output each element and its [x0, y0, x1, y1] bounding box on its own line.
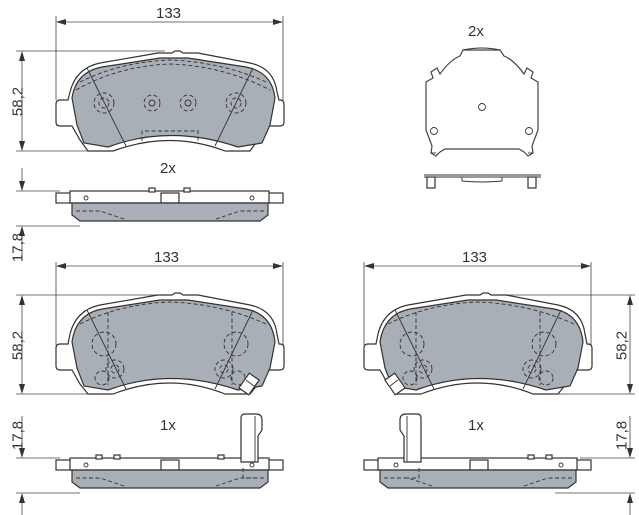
quantity-label: 2x: [160, 160, 176, 177]
wear-sensor-icon: [384, 372, 406, 396]
thickness-dimension-label: 17,8: [613, 420, 631, 451]
pad-top-front-view: [16, 16, 285, 152]
width-dimension-label: 133: [154, 249, 180, 266]
pad-bottom-left-front-view: [16, 262, 285, 396]
width-dimension-label: 133: [462, 249, 488, 266]
clip-quantity-label: 2x: [468, 23, 484, 40]
wear-sensor-icon: [238, 372, 260, 396]
quantity-label: 1x: [160, 417, 176, 434]
height-dimension-label: 58,2: [613, 330, 631, 361]
pad-bottom-left-side-view: [16, 413, 284, 515]
pad-bottom-right-front-view: [363, 262, 635, 396]
thickness-dimension-label: 17,8: [9, 420, 27, 451]
width-dimension-label: 133: [156, 5, 182, 22]
height-dimension-label: 58,2: [9, 330, 27, 361]
height-dimension-label: 58,2: [9, 86, 27, 117]
thickness-dimension-label: 17,8: [9, 232, 27, 263]
pad-top-side-view: [16, 168, 284, 260]
clip-side-view: [424, 174, 541, 189]
quantity-label: 1x: [468, 417, 484, 434]
pad-bottom-right-side-view: [363, 413, 635, 515]
clip-front-view: [425, 47, 539, 157]
